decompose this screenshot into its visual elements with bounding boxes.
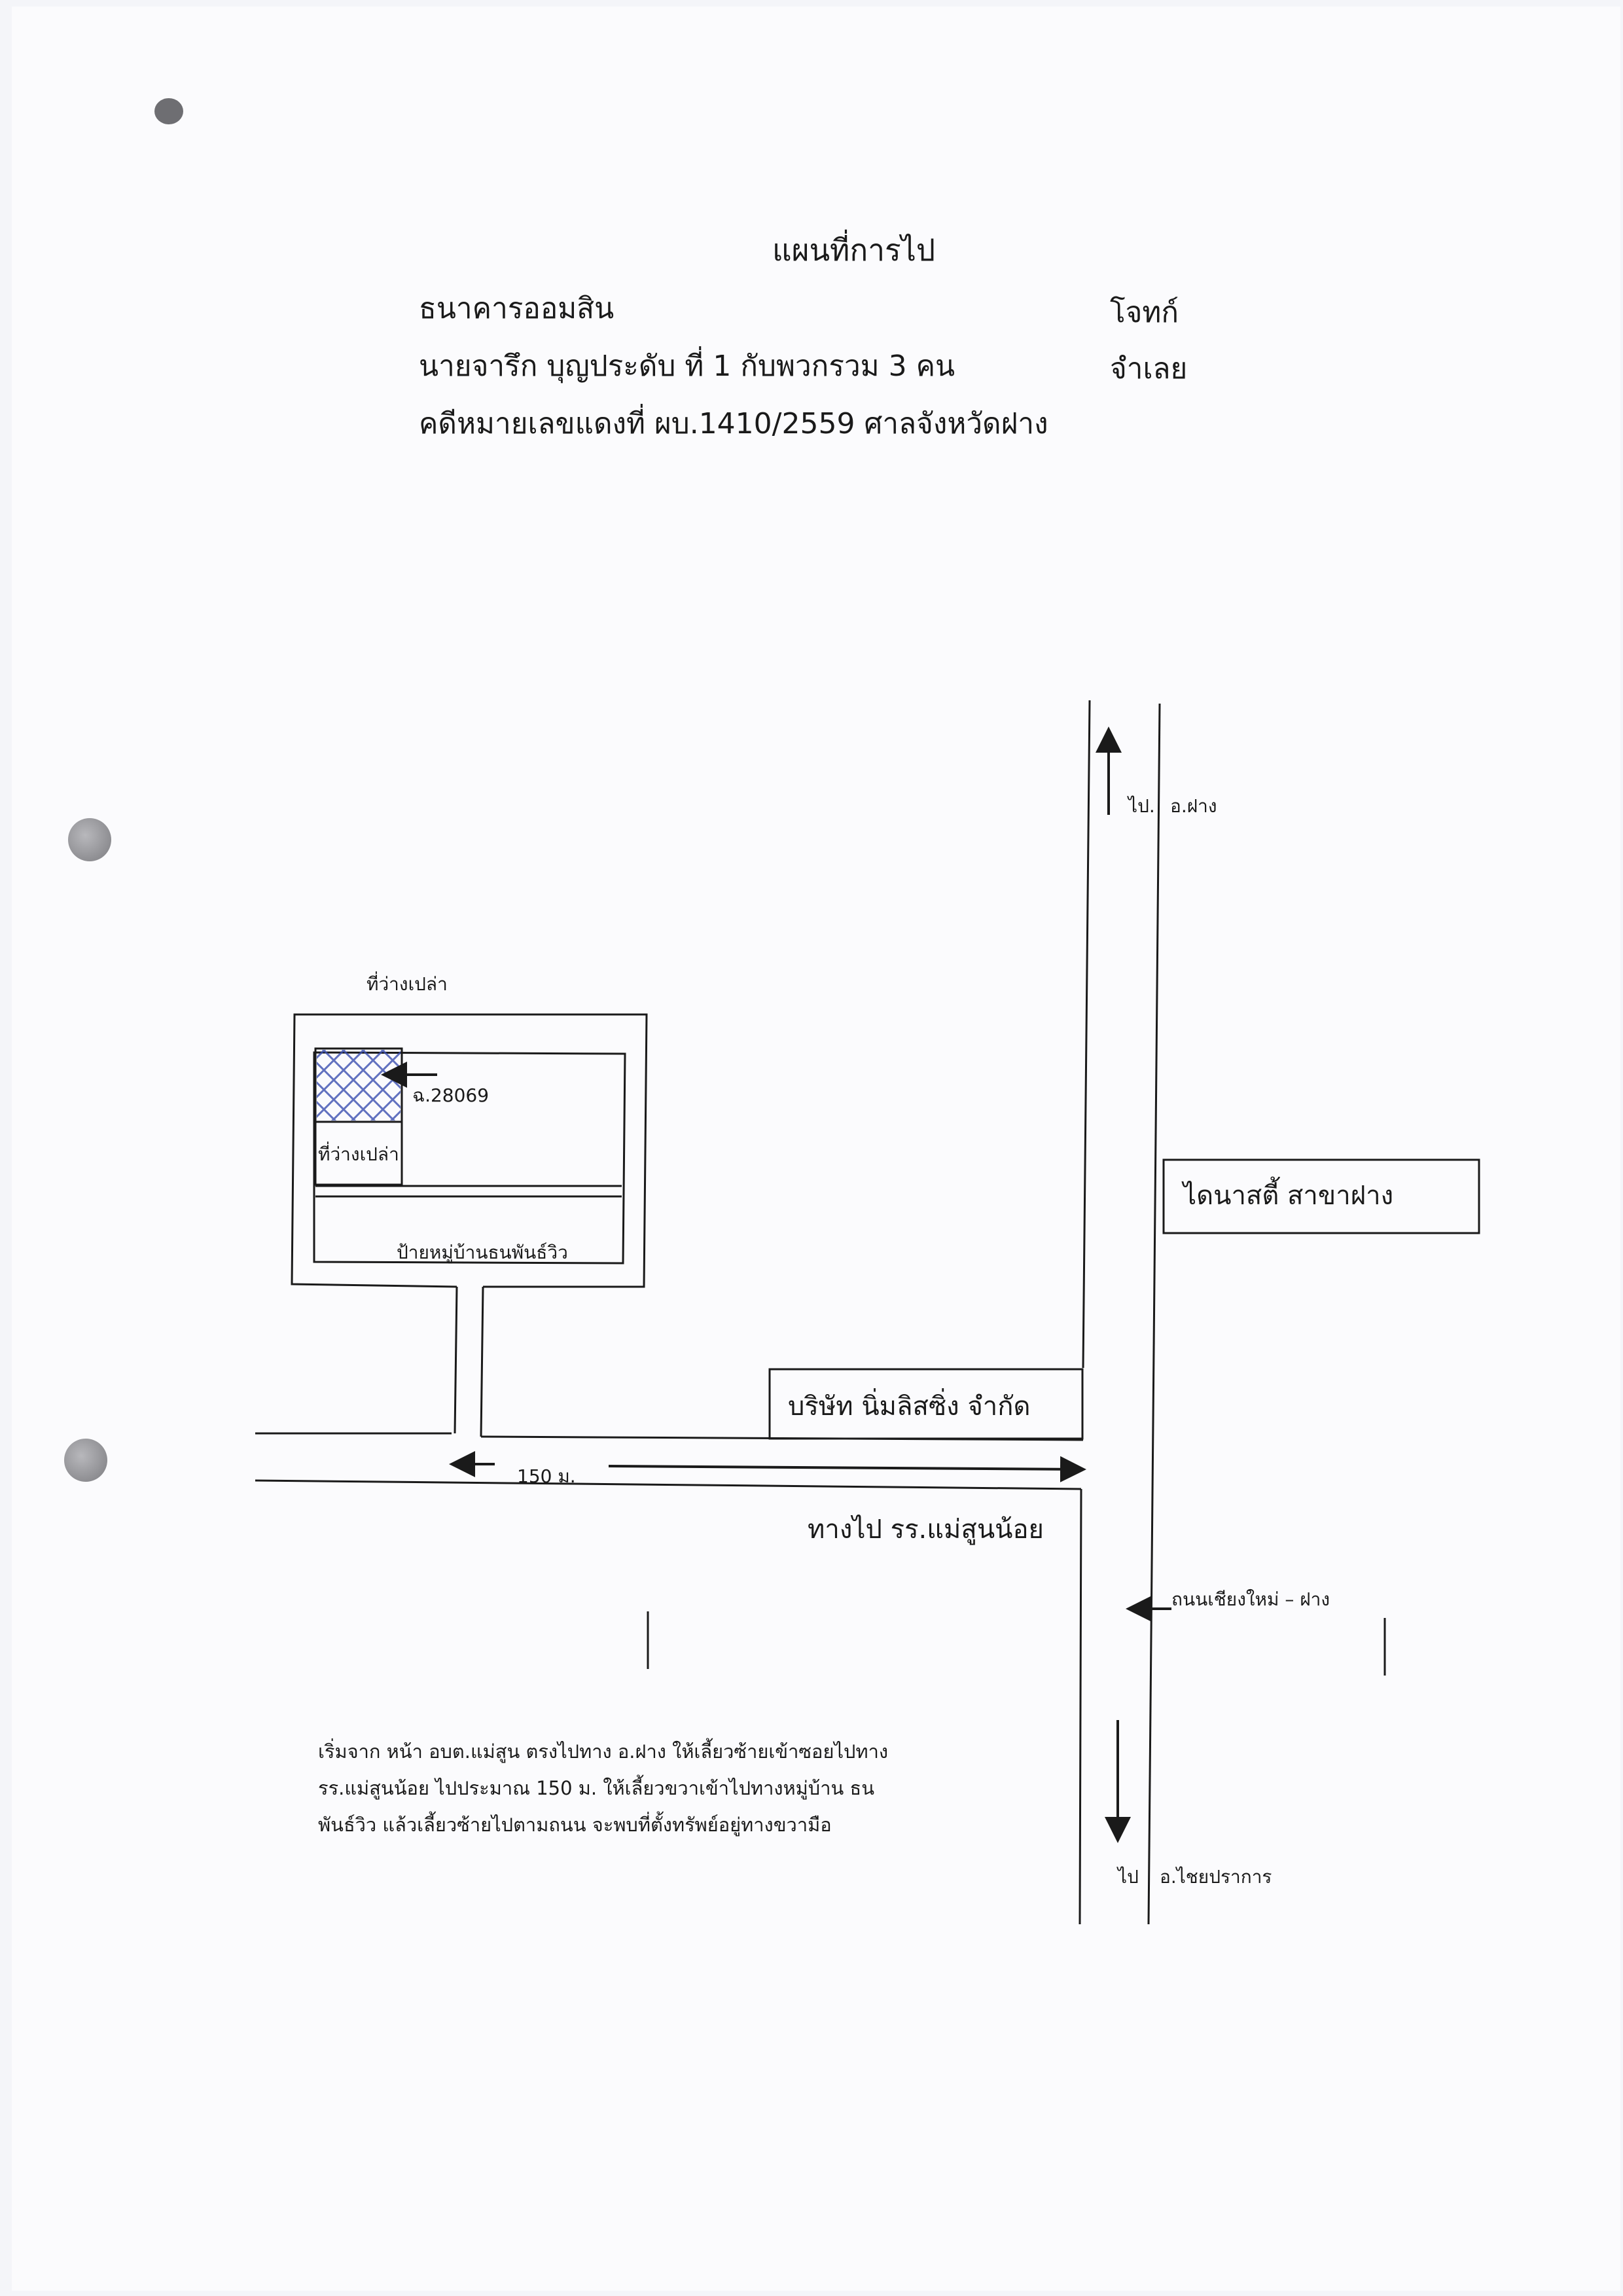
side-road-south-edge [255, 1479, 1082, 1490]
connector-west-edge [454, 1286, 458, 1434]
defendant-name: นายจารึก บุญประดับ ที่ 1 กับพวกรวม 3 คน [419, 350, 955, 383]
punch-hole-upper [68, 818, 111, 861]
to-fang-prefix: ไป. [1128, 795, 1155, 817]
staple-mark [154, 98, 183, 124]
highway-name-label: ถนนเชียงใหม่ – ฝาง [1171, 1588, 1330, 1610]
plaintiff-role: โจทก์ [1110, 296, 1179, 329]
distance-label: 150 ม. [517, 1465, 576, 1487]
defendant-role: จำเลย [1110, 352, 1188, 386]
company-label: บริษัท นิ่มลิสซิ่ง จำกัด [788, 1391, 1031, 1422]
village-inner-road [315, 1185, 622, 1198]
directions-note: เริ่มจาก หน้า อบต.แม่สูน ตรงไปทาง อ.ฝาง … [318, 1733, 888, 1843]
village-inner-block [313, 1051, 626, 1265]
directions-line-1: เริ่มจาก หน้า อบต.แม่สูน ตรงไปทาง อ.ฝาง … [318, 1740, 889, 1763]
plaintiff-name: ธนาคารออมสิน [419, 292, 615, 325]
to-fang-label: อ.ฝาง [1170, 795, 1217, 817]
subject-plot-hatch [317, 1050, 401, 1121]
dynasty-branch-label: ไดนาสตี้ สาขาฝาง [1183, 1181, 1394, 1211]
to-school-label: ทางไป รร.แม่สูนน้อย [808, 1515, 1044, 1545]
vacant-plot-label: ที่ว่างเปล่า [318, 1143, 399, 1165]
dynasty-building [1162, 1158, 1480, 1234]
to-chai-label: อ.ไชยปราการ [1160, 1866, 1272, 1888]
punch-hole-lower [64, 1439, 107, 1482]
arrow-distance-right [608, 1456, 1086, 1482]
highway-west-edge [1079, 700, 1091, 1925]
vacant-plot [314, 1121, 403, 1186]
village-outer-boundary [291, 1013, 648, 1288]
deed-number-label: ฉ.28069 [412, 1085, 490, 1106]
company-building [768, 1368, 1084, 1440]
highway-east-edge [1147, 703, 1161, 1925]
directions-line-2: รร.แม่สูนน้อย ไปประมาณ 150 ม. ให้เลี้ยวข… [318, 1777, 875, 1799]
page-title: แผนที่การไป [772, 232, 936, 268]
connector-east-edge [480, 1286, 484, 1437]
to-chai-prefix: ไป [1118, 1866, 1139, 1888]
village-sign-label: ป้ายหมู่บ้านธนพันธ์วิว [397, 1242, 568, 1263]
paper-sheet [12, 7, 1620, 2291]
vacant-land-top-label: ที่ว่างเปล่า [366, 973, 448, 995]
case-number: คดีหมายเลขแดงที่ ผบ.1410/2559 ศาลจังหวัด… [419, 407, 1048, 440]
directions-line-3: พันธ์วิว แล้วเลี้ยวซ้ายไปตามถนน จะพบที่ต… [318, 1814, 832, 1836]
